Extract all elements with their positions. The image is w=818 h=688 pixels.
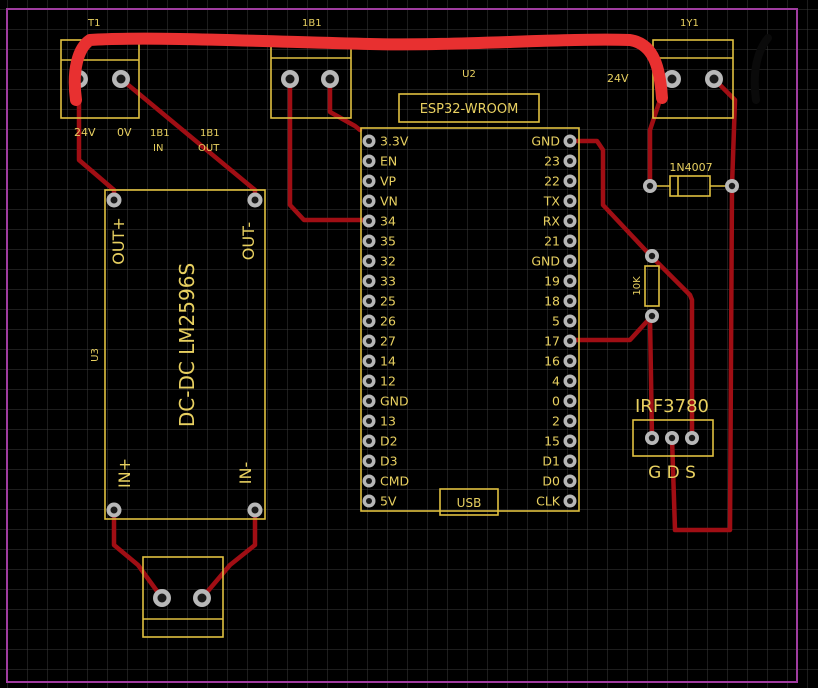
esp32-right-pin-label: CLK (536, 494, 561, 509)
b1-out-line1: 1B1 (200, 128, 220, 139)
t1-pin1-label: 24V (74, 126, 96, 139)
esp32-left-pin-label: 25 (380, 294, 396, 309)
trace-inminus-to-conn (199, 507, 258, 601)
trace-gnd-to-resistor (567, 138, 653, 258)
1y1-ref: 1Y1 (680, 18, 699, 29)
u3-ref: U3 (90, 348, 101, 362)
connector-1y1: 1Y1 24V (607, 18, 734, 119)
u3-in-minus: IN- (236, 462, 255, 484)
esp32-right-pin-label: 17 (544, 334, 560, 349)
trace-y1-to-diode-k (711, 76, 738, 189)
u2-usb-label: USB (457, 496, 482, 510)
connector-input (142, 556, 224, 638)
u3-out-minus: OUT- (239, 222, 258, 260)
b1-in-line1: 1B1 (150, 128, 170, 139)
esp32-right-pin-label: 2 (552, 414, 560, 429)
esp32-left-pin-label: 27 (380, 334, 396, 349)
1b1-ref: 1B1 (302, 18, 322, 29)
esp32-left-pin-label: 26 (380, 314, 396, 329)
trace-source-to-k (669, 183, 735, 533)
esp32-right-pin-label: 16 (544, 354, 560, 369)
esp32-right-pin-label: 5 (552, 314, 560, 329)
esp32-right-pin-label: GND (531, 254, 560, 269)
esp32-left-pin-label: 12 (380, 374, 396, 389)
esp32-left-pin-label: 3.3V (380, 134, 409, 149)
esp32-left-pin-label: 33 (380, 274, 396, 289)
esp32-left-pin-label: 13 (380, 414, 396, 429)
esp32-right-pin-label: GND (531, 134, 560, 149)
esp32-right-pin-label: TX (543, 194, 561, 209)
esp32-left-pin-label: 34 (380, 214, 396, 229)
esp32-left-pin-label: 14 (380, 354, 396, 369)
esp32-right-pin-label: 21 (544, 234, 560, 249)
u2-name: ESP32-WROOM (420, 102, 519, 117)
u3-out-plus: OUT+ (109, 217, 128, 264)
module-esp32: U2 ESP32-WROOM USB 3.3VENVPVN34353233252… (360, 69, 580, 516)
esp32-right-pin-label: 22 (544, 174, 560, 189)
u3-name: DC-DC LM2596S (175, 263, 199, 427)
esp32-right-pin-label: 23 (544, 154, 560, 169)
esp32-left-pin-label: VP (380, 174, 397, 189)
traces (76, 76, 738, 601)
esp32-right-pin-label: 15 (544, 434, 560, 449)
esp32-left-pin-label: EN (380, 154, 397, 169)
esp32-left-pin-label: GND (380, 394, 409, 409)
diode-name: 1N4007 (669, 161, 712, 174)
mosfet-pins: G D S (648, 463, 696, 483)
esp32-left-pin-label: 5V (380, 494, 397, 509)
trace-inplus-to-conn (111, 507, 165, 601)
esp32-right-pin-label: 0 (552, 394, 560, 409)
esp32-left-pin-label: D3 (380, 454, 398, 469)
resistor-10k: 10K (632, 249, 660, 323)
mosfet-name: IRF3780 (635, 396, 709, 417)
diode-1n4007: 1N4007 (643, 161, 739, 197)
board-outline (6, 8, 798, 683)
t1-pin2-label: 0V (117, 126, 132, 139)
red-marker-stroke (68, 32, 668, 106)
b1-out-line2: OUT (198, 143, 220, 154)
trace-resistor-to-drain (647, 252, 695, 441)
b1-in-line2: IN (153, 143, 163, 154)
esp32-left-pin-label: VN (380, 194, 398, 209)
esp32-left-pin-label: 35 (380, 234, 396, 249)
esp32-right-pin-label: D1 (542, 454, 560, 469)
connector-1b1: 1B1 (270, 18, 352, 119)
esp32-left-pin-label: 32 (380, 254, 396, 269)
esp32-left-pin-label: CMD (380, 474, 409, 489)
esp32-right-pin-label: 18 (544, 294, 560, 309)
trace-diode-to-y1 (647, 97, 663, 189)
1y1-voltage: 24V (607, 72, 629, 85)
u2-ref: U2 (462, 69, 476, 80)
esp32-left-pin-label: D2 (380, 434, 398, 449)
esp32-right-pin-label: D0 (542, 474, 560, 489)
trace-1b1-to-3v3 (327, 76, 363, 133)
trace-pin17-to-resistor (567, 315, 653, 343)
esp32-right-pin-label: 19 (544, 274, 560, 289)
esp32-right-pin-label: 4 (552, 374, 560, 389)
module-dc-dc: U3 DC-DC LM2596S OUT+ OUT- IN+ IN- (90, 189, 266, 520)
black-marker-stroke (750, 34, 772, 104)
trace-gate (647, 315, 655, 441)
u3-in-plus: IN+ (115, 458, 134, 488)
esp32-right-pin-label: RX (543, 214, 561, 229)
t1-ref: T1 (87, 18, 100, 29)
resistor-value: 10K (632, 276, 643, 296)
trace-1b1-to-pin34 (287, 76, 372, 223)
mosfet-irf3780: IRF3780 G D S (632, 396, 714, 483)
